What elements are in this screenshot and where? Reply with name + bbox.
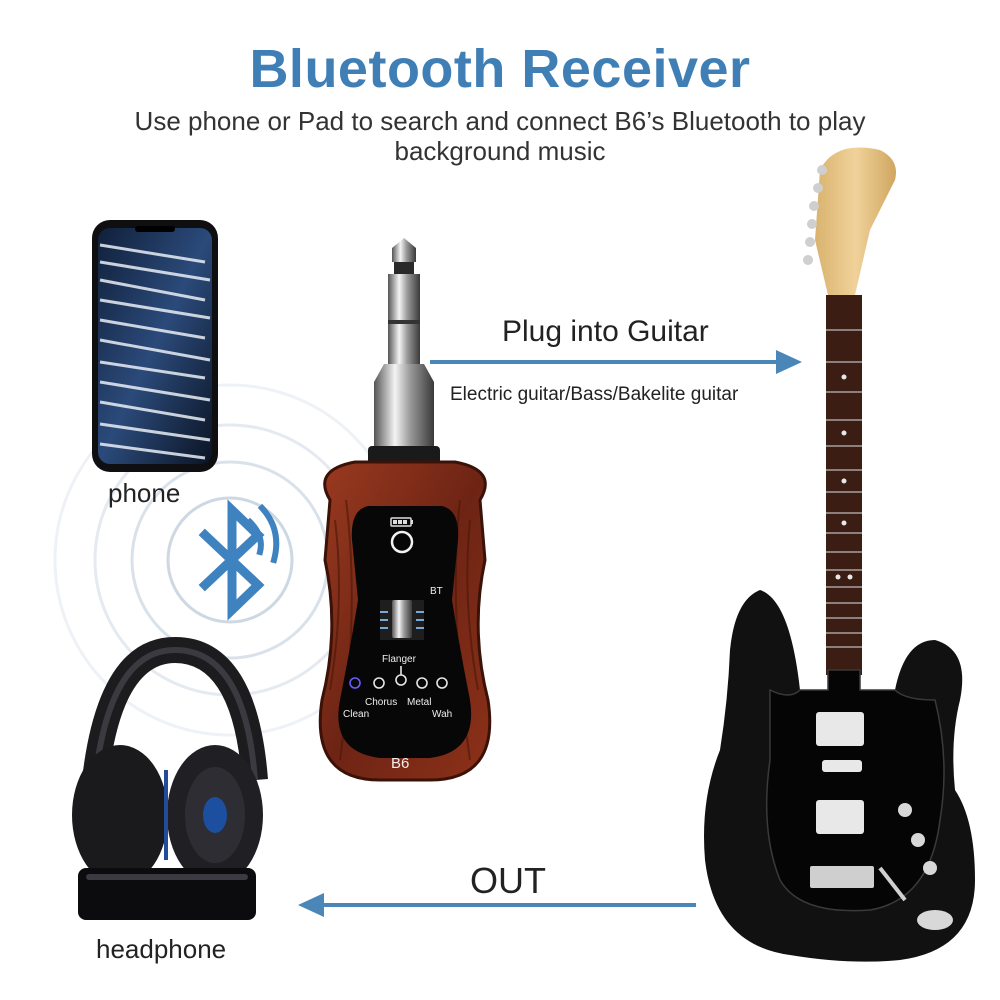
page-subtitle: Use phone or Pad to search and connect B… [134, 106, 866, 166]
effect-label-flanger: Flanger [382, 654, 416, 665]
effect-label-metal: Metal [407, 697, 432, 708]
effect-leds [349, 666, 448, 689]
device-bt-label: BT [430, 586, 443, 597]
power-button[interactable] [390, 530, 414, 554]
headphone-label: headphone [96, 934, 227, 964]
electric-guitar-image [704, 147, 975, 962]
plug-into-guitar-arrow [430, 350, 802, 374]
out-label: OUT [470, 860, 546, 901]
phone-label: phone [108, 478, 181, 508]
battery-icon [390, 517, 413, 527]
page-title: Bluetooth Receiver [249, 39, 751, 99]
effect-label-chorus: Chorus [365, 697, 398, 708]
signal-rings [53, 383, 407, 737]
phone-image [92, 220, 218, 472]
plug-into-guitar-label: Plug into Guitar [502, 315, 709, 348]
effect-label-wah: Wah [432, 709, 453, 720]
bluetooth-signal-icon [198, 499, 280, 621]
guitar-types-label: Electric guitar/Bass/Bakelite guitar [450, 384, 739, 405]
device-model-label: B6 [391, 755, 410, 772]
effect-label-clean: Clean [343, 709, 370, 720]
jack-plug-image [368, 238, 440, 470]
headphone-image [72, 636, 268, 920]
effect-selector-switch[interactable] [380, 600, 424, 640]
out-arrow [298, 893, 696, 917]
